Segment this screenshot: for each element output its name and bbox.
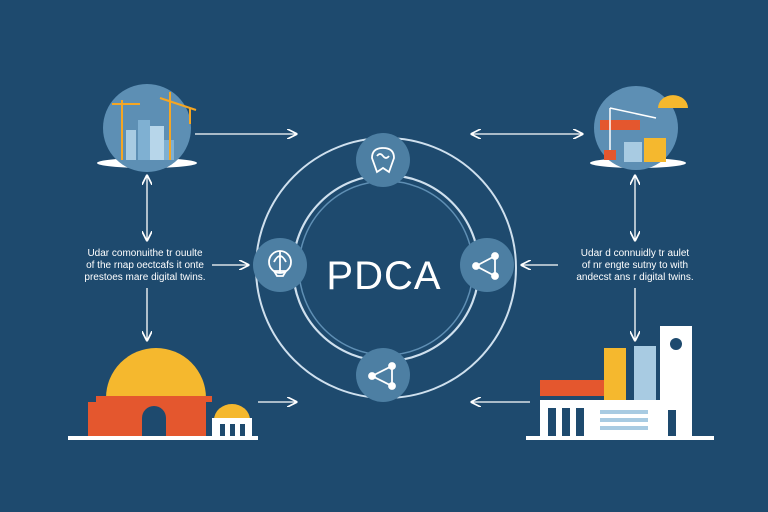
node-bottom xyxy=(356,348,410,402)
act-network-icon xyxy=(368,362,396,390)
node-left xyxy=(253,238,307,292)
left-caption: Udar comonuithe tr ouulte of the rnap oe… xyxy=(70,248,220,284)
pdca-title: PDCA xyxy=(326,254,442,298)
plan-brain-icon xyxy=(371,147,395,174)
industrial-factory-illustration xyxy=(526,326,714,440)
right-caption-line-3: andecst ans r digital twins. xyxy=(576,272,694,283)
construction-cranes-illustration xyxy=(97,84,197,172)
node-right xyxy=(460,238,514,292)
right-caption-line-1: Udar d connuidly tr aulet xyxy=(580,248,690,259)
node-top xyxy=(356,133,410,187)
dome-building-illustration xyxy=(68,348,258,440)
right-caption: Udar d connuidly tr aulet of nr engte su… xyxy=(560,248,710,284)
check-network-icon xyxy=(472,252,499,280)
left-caption-line-3: prestoes mare digital twins. xyxy=(84,272,206,283)
right-caption-line-2: of nr engte sutny to with xyxy=(581,260,689,271)
connector-arrows xyxy=(147,134,635,402)
left-caption-line-1: Udar comonuithe tr ouulte xyxy=(87,248,203,259)
maintenance-crane-illustration xyxy=(590,86,688,170)
left-caption-line-2: of the rnap oectcafs it onte xyxy=(86,260,204,271)
do-balloon-icon xyxy=(268,250,292,277)
